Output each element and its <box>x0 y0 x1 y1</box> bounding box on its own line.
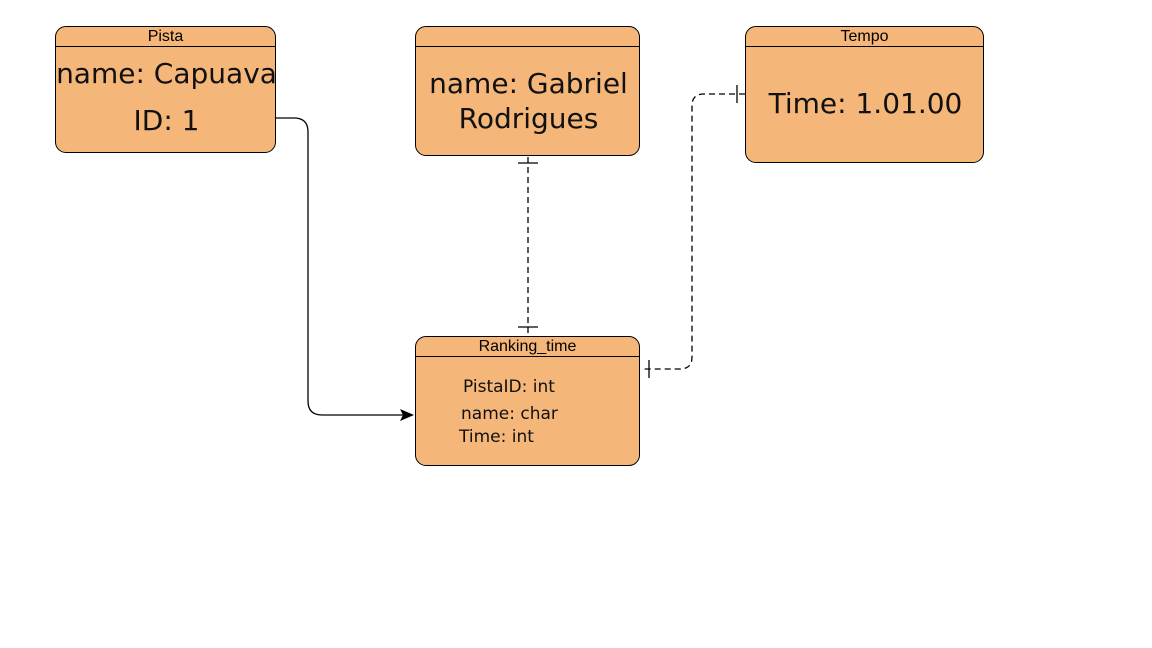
arrowhead-ranking <box>400 409 414 421</box>
ranking-field-name: name: char <box>461 404 558 424</box>
entity-person-title <box>416 27 639 47</box>
person-name-line1: name: Gabriel <box>429 67 628 100</box>
entity-pista[interactable]: Pista name: Capuava ID: 1 <box>55 26 276 153</box>
entity-ranking-time[interactable]: Ranking_time PistaID: int name: char Tim… <box>415 336 640 466</box>
pista-id-field: ID: 1 <box>133 104 200 137</box>
person-name-line2: Rodrigues <box>458 102 599 135</box>
connector-tempo-to-ranking[interactable] <box>641 93 745 370</box>
connector-pista-to-ranking[interactable] <box>200 117 404 416</box>
entity-pista-title: Pista <box>56 27 275 47</box>
ranking-field-pistaid: PistaID: int <box>463 377 555 397</box>
entity-ranking-title: Ranking_time <box>416 337 639 357</box>
tempo-time-field: Time: 1.01.00 <box>768 87 963 120</box>
entity-person[interactable]: name: Gabriel Rodrigues <box>415 26 640 156</box>
pista-name-field: name: Capuava <box>56 57 276 90</box>
ranking-field-time: Time: int <box>459 427 534 447</box>
entity-tempo[interactable]: Tempo Time: 1.01.00 <box>745 26 984 163</box>
entity-tempo-title: Tempo <box>746 27 983 47</box>
